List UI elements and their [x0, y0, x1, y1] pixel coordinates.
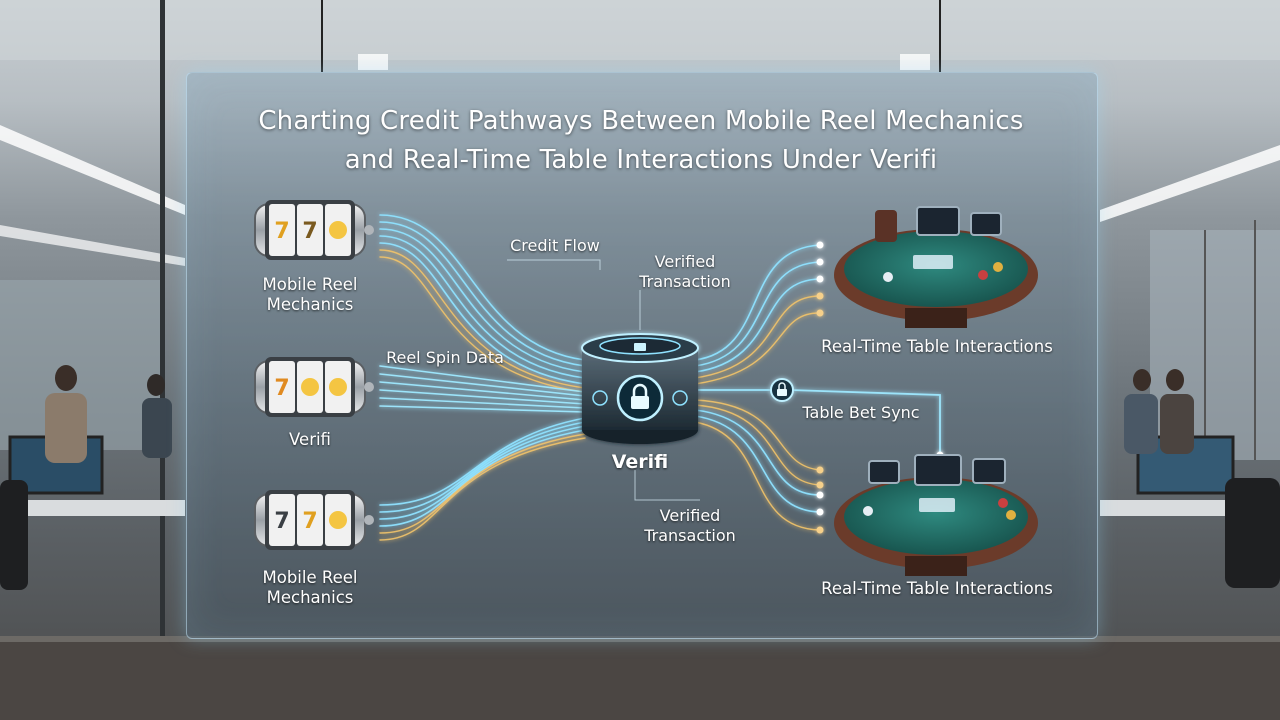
reel-top-label: Mobile Reel Mechanics [250, 275, 370, 315]
verified-transaction-bottom-label: Verified Transaction [630, 506, 750, 546]
flow-bundle-bottom-left [379, 417, 586, 527]
flow-endpoints [816, 241, 944, 534]
table-bet-sync-label: Table Bet Sync [802, 403, 920, 422]
verified-transaction-top-label: Verified Transaction [625, 252, 745, 292]
game-table-icon-top [834, 206, 1038, 328]
verified-top-line1: Verified [654, 252, 716, 271]
svg-text:7: 7 [302, 219, 317, 244]
slot-reel-icon-bottom: 7 7 [254, 490, 374, 550]
flow-bundle-top-right-gold [694, 295, 821, 385]
reel-spin-data-label: Reel Spin Data [386, 348, 504, 367]
verifi-hub-icon [581, 333, 699, 444]
table-bottom-label: Real-Time Table Interactions [821, 579, 1053, 598]
flow-bundle-top-left [379, 214, 586, 385]
flow-bundle-bottom-left-gold [379, 433, 586, 541]
reel-bottom-label: Mobile Reel Mechanics [250, 568, 370, 608]
reel-top-label-line2: Mechanics [266, 295, 354, 314]
flow-lines-left [379, 214, 586, 541]
svg-text:7: 7 [302, 509, 317, 534]
flow-bundle-top-left-gold [379, 249, 586, 393]
flow-lines-right [694, 244, 941, 531]
game-table-icon-bottom [834, 454, 1038, 576]
flow-bundle-bottom-right-gold [694, 399, 821, 531]
diagram-title-line1: Charting Credit Pathways Between Mobile … [258, 106, 1024, 136]
diagram-title-line2: and Real-Time Table Interactions Under V… [344, 145, 938, 175]
reel-bottom-label-line2: Mechanics [266, 588, 354, 607]
reel-middle-label: Verifi [289, 430, 331, 449]
table-top-label: Real-Time Table Interactions [821, 337, 1053, 356]
svg-text:7: 7 [274, 376, 289, 401]
slot-reel-icon-top: 7 7 [254, 200, 374, 260]
reel-bottom-label-line1: Mobile Reel [262, 568, 358, 587]
reel-top-label-line1: Mobile Reel [262, 275, 358, 294]
verified-bottom-line1: Verified [659, 506, 721, 525]
verified-top-line2: Transaction [639, 272, 731, 291]
svg-text:7: 7 [274, 219, 289, 244]
slot-reel-icon-middle: 7 [254, 357, 374, 417]
flow-bundle-top-right [694, 244, 821, 373]
svg-text:7: 7 [274, 509, 289, 534]
flow-bundle-mid-left [379, 365, 586, 413]
flow-bundle-bottom-right [694, 409, 821, 513]
hub-label: Verifi [611, 451, 669, 473]
verified-bottom-line2: Transaction [644, 526, 736, 545]
flow-bundle-mid-right [694, 389, 941, 456]
label-leaders [507, 259, 700, 501]
lock-checkpoint-icon [770, 378, 794, 402]
credit-flow-label: Credit Flow [510, 236, 600, 255]
